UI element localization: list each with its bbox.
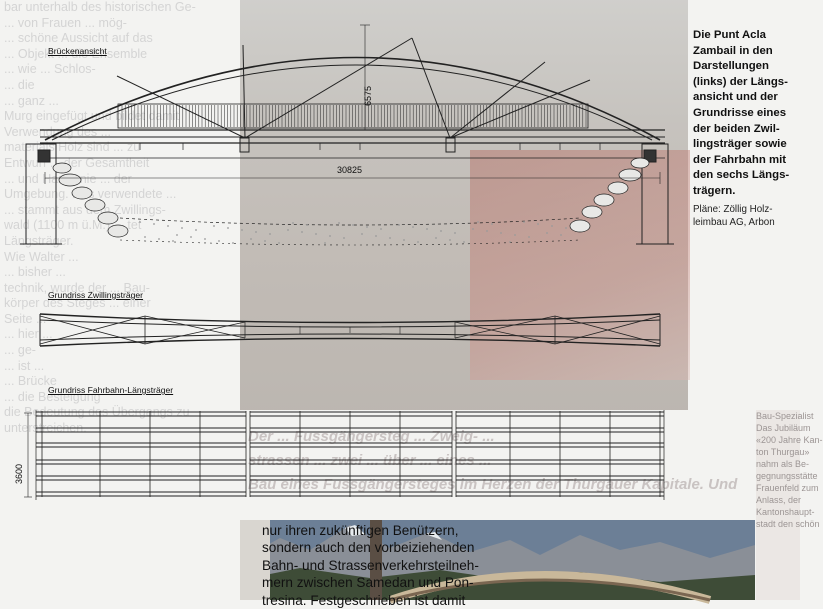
faded-sidebar-line: Das Jubiläum xyxy=(756,423,811,433)
faded-text-line: Verwendung des ... xyxy=(4,124,112,139)
body-text-line: tresina. Festgeschrieben ist damit xyxy=(262,592,466,608)
faded-text-line: ... die xyxy=(4,77,35,92)
caption-line: der Fahrbahn mit xyxy=(693,153,787,166)
dimension-width: 3600 xyxy=(14,463,24,484)
caption-line: (links) der Längs- xyxy=(693,75,788,88)
faded-sidebar-line: ton Thurgau» xyxy=(756,447,810,457)
body-text-line: mern zwischen Samedan und Pon- xyxy=(262,575,474,591)
faded-text-line: technik, wurde der ... Bau- xyxy=(4,280,150,295)
faded-text-line: ... ge- xyxy=(4,343,36,358)
caption-line: der beiden Zwil- xyxy=(693,122,780,135)
caption-line: Die Punt Acla xyxy=(693,29,766,41)
caption-line: trägern. xyxy=(693,184,736,197)
faded-text-line: körper des Steges ... einer xyxy=(4,296,151,311)
faded-text-line: Seite ... xyxy=(4,311,47,326)
bridge-drawings xyxy=(20,24,674,500)
deck-stringer-label: Grundriss Fahrbahn-Längsträger xyxy=(48,385,174,395)
faded-text-line: ... ist ... xyxy=(4,358,45,373)
faded-heading-line: strassen ... zwei ... über ... eines ... xyxy=(248,452,492,469)
caption-line: den sechs Längs- xyxy=(693,169,790,182)
faded-sidebar-line: Bau-Spezialist xyxy=(756,411,814,421)
body-text-line: sondern auch den vorbeiziehenden xyxy=(262,540,475,556)
faded-sidebar-line: Kantonshaupt- xyxy=(756,507,815,517)
faded-sidebar-line: Frauenfeld zum xyxy=(756,483,819,493)
faded-sidebar-line: Anlass, der xyxy=(756,495,802,505)
faded-sidebar-line: stadt den schön xyxy=(756,519,820,529)
faded-text-line: ... von Frauen ... mög- xyxy=(4,15,127,30)
faded-text-line: ... Brücke xyxy=(4,374,57,389)
body-text-line: nur ihren zukünftigen Benützern, xyxy=(262,523,459,538)
dimension-height: 6575 xyxy=(363,85,373,106)
bridge-photo xyxy=(240,520,755,604)
caption-line: lingsträger sowie xyxy=(693,138,787,151)
faded-text-line: ... Objekt ... die Ensemble xyxy=(4,46,148,61)
faded-sidebar-line: gegnungsstätte xyxy=(756,471,818,481)
bridge-elevation-drawing xyxy=(20,24,674,246)
twin-girder-label: Grundriss Zwillingsträger xyxy=(48,290,144,300)
faded-text-line: ... stammt aus dem Zwillings- xyxy=(4,202,166,217)
credit-line: leimbau AG, Arbon xyxy=(693,216,775,228)
credit-line: Pläne: Zöllig Holz- xyxy=(693,203,773,215)
faded-text-line: ... die Besteigung xyxy=(4,389,101,404)
caption-line: Zambail in den xyxy=(693,44,773,57)
deck-stringer-plan-drawing xyxy=(24,410,665,500)
body-text-line: Bahn- und Strassenverkehrsteilneh- xyxy=(262,557,479,573)
faded-text-line: ... ganz ... xyxy=(4,93,59,108)
caption-credit: Pläne: Zöllig Holz-leimbau AG, Arbon xyxy=(693,203,798,229)
faded-text-line: ... schöne Aussicht auf das xyxy=(4,31,153,46)
dimension-span: 30825 xyxy=(337,165,363,175)
body-text: nur ihren zukünftigen Benützern, sondern … xyxy=(262,522,502,609)
caption-line: ansicht und der xyxy=(693,91,778,104)
faded-text-line: Murg eingefügt und bildet damit xyxy=(4,109,180,124)
background-photo-red-tone xyxy=(470,150,690,380)
faded-sidebar-line: nahm als Be- xyxy=(756,459,810,469)
twin-girder-plan-drawing xyxy=(39,313,661,347)
faded-text-line: ... wie ... Schlos- xyxy=(4,62,96,77)
magazine-page: bar unterhalb des historischen Ge-... vo… xyxy=(4,0,823,608)
faded-text-line: Wie Walter ... xyxy=(4,249,79,264)
faded-sidebar-line: «200 Jahre Kan- xyxy=(756,435,823,445)
faded-text-line: bar unterhalb des historischen Ge- xyxy=(4,0,196,14)
elevation-label: Brückenansicht xyxy=(48,46,107,56)
caption-line: Grundrisse eines xyxy=(693,106,787,119)
mountain-landscape-image xyxy=(240,520,755,604)
faded-text-line: ... bisher ... xyxy=(4,265,66,280)
caption-line: Darstellungen xyxy=(693,60,769,73)
